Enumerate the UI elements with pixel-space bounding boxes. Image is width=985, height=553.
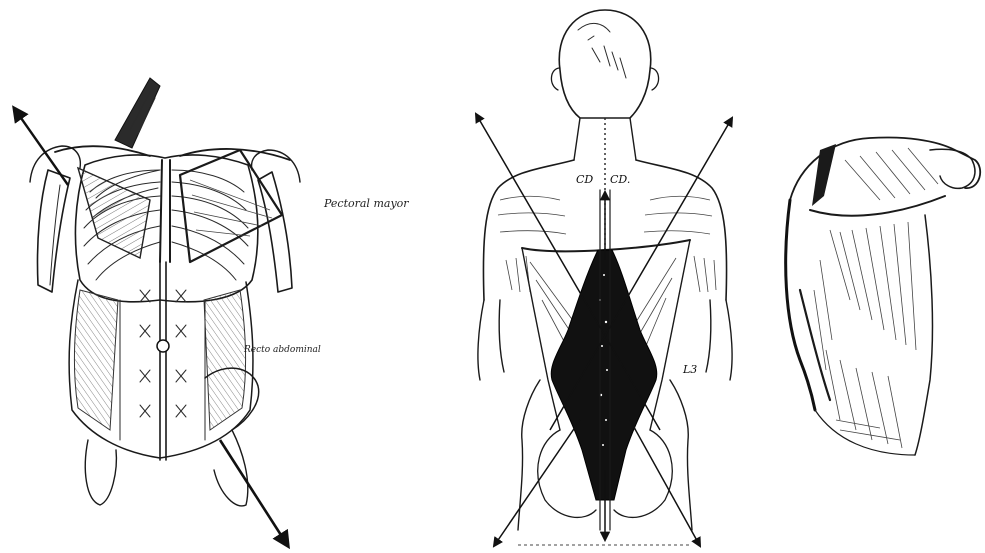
pectoralis-left (78, 168, 150, 258)
arm-bottom (815, 410, 915, 455)
label-cd-left: CD (576, 173, 593, 186)
rectus-right-lateral (204, 290, 246, 430)
rectus-left-lateral (74, 290, 118, 430)
head-outline (559, 10, 651, 118)
left-thigh (85, 440, 116, 505)
rectus-segments (120, 290, 205, 440)
arm-outer-edge (786, 200, 815, 410)
latissimus-right (650, 240, 690, 430)
arm-inner-edge (915, 215, 932, 455)
thoracolumbar-fascia (551, 250, 657, 500)
label-recto: Recto abdominal (243, 345, 321, 355)
ear-right (650, 68, 659, 90)
left-arm (478, 300, 504, 380)
umbilicus (157, 340, 169, 352)
deltoid-boundary (810, 196, 945, 216)
ribs-right (172, 170, 248, 280)
left-humerus (37, 170, 70, 292)
right-thigh (214, 430, 248, 506)
right-humerus (258, 172, 292, 292)
hair-strokes (578, 23, 626, 78)
neck-muscle-band (115, 78, 160, 148)
posterior-back-panel: CD CD. L3 (476, 10, 732, 546)
shoulder-lateral-panel (786, 138, 981, 456)
deltoid-fibers-right (644, 196, 716, 292)
waist-left (518, 380, 540, 530)
shoulder-fibers (814, 148, 938, 448)
right-arm (706, 300, 732, 380)
label-cd-right: CD. (610, 173, 630, 186)
arrow-back-lower-right (630, 420, 700, 546)
waist-right (670, 380, 692, 530)
arm-inner-dark (800, 290, 830, 400)
linea-alba (160, 262, 166, 460)
posterior-dark-band (812, 144, 836, 206)
label-pectoral: Pectoral mayor (323, 197, 409, 210)
sternum (160, 160, 170, 262)
label-l3: L3 (682, 363, 697, 376)
anterior-trunk-panel: Pectoral mayor Recto abdominal (14, 78, 409, 546)
arrow-lower-right (220, 440, 288, 546)
ear-left (551, 68, 560, 90)
arrow-back-lower-left (494, 420, 580, 546)
